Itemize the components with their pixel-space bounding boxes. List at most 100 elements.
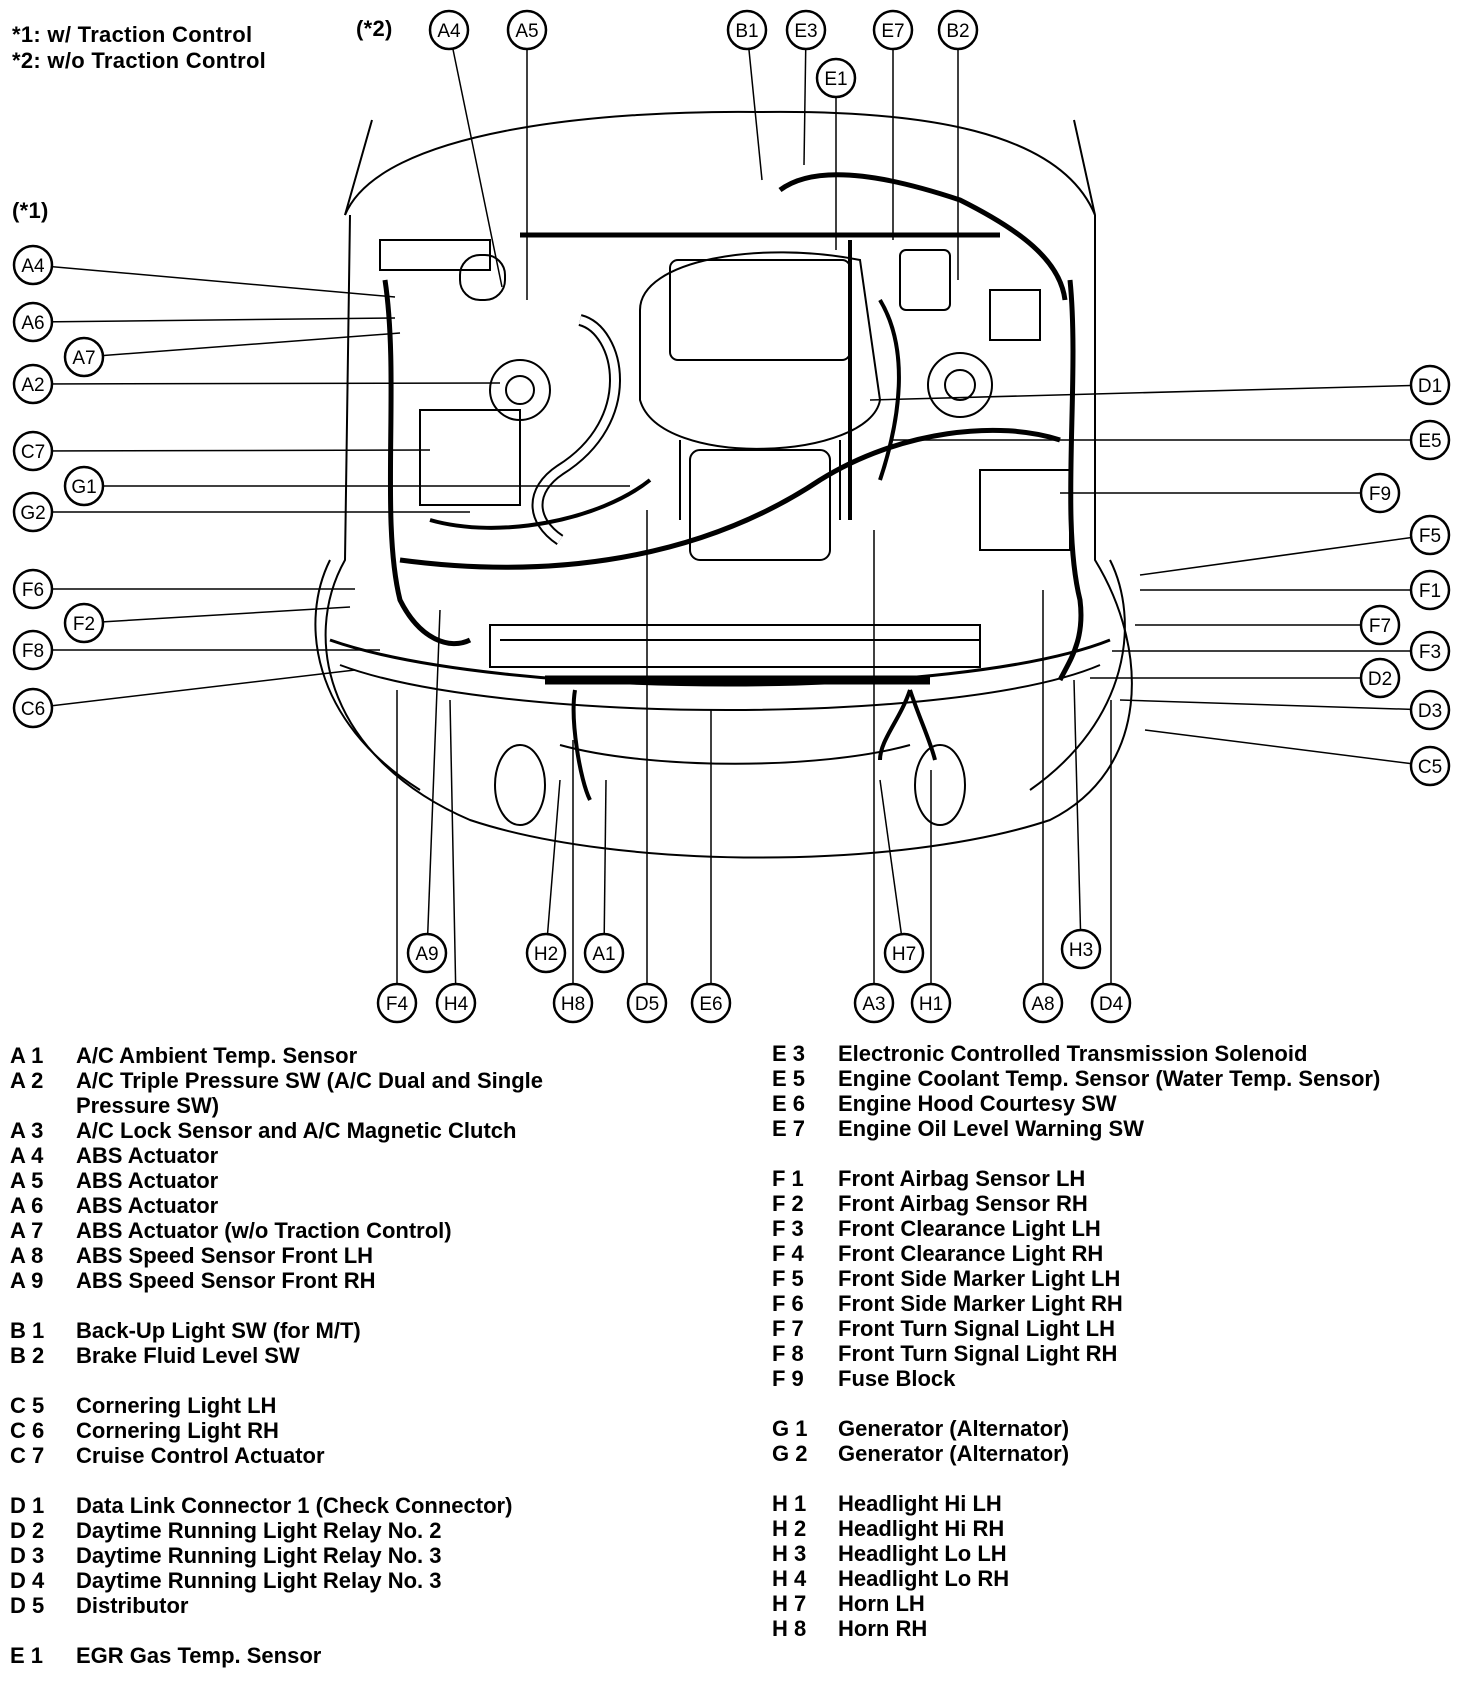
legend-label: Generator (Alternator) xyxy=(838,1416,1070,1441)
callout-circle xyxy=(12,301,54,343)
callout-label: A8 xyxy=(1031,994,1054,1015)
legend-code: A 2 xyxy=(10,1068,44,1093)
legend-code: D 3 xyxy=(10,1543,45,1568)
callout-label: A4 xyxy=(437,21,461,42)
legend-code: G 2 xyxy=(772,1441,808,1466)
legend-label: Headlight Hi LH xyxy=(838,1491,1002,1516)
callout-label: A9 xyxy=(415,944,438,965)
callout-circle xyxy=(1409,419,1451,461)
leader-line-b1 xyxy=(746,29,763,181)
callout-circle xyxy=(1060,928,1102,970)
legend-label: Back-Up Light SW (for M/T) xyxy=(76,1318,361,1343)
legend-item: A 1 A/C Ambient Temp. Sensor xyxy=(10,1043,616,1068)
callout-f3: F3 xyxy=(1409,630,1451,672)
legend-label: Cornering Light RH xyxy=(76,1418,279,1443)
callout-c5: C5 xyxy=(1409,745,1451,787)
legend-code: H 3 xyxy=(772,1541,807,1566)
legend-code: A 1 xyxy=(10,1043,44,1068)
callout-circle xyxy=(1359,657,1401,699)
callout-a4: A4 xyxy=(428,9,470,51)
legend-label: ABS Speed Sensor Front LH xyxy=(76,1243,374,1268)
callout-circle xyxy=(872,9,914,51)
legend-label: Front Airbag Sensor LH xyxy=(838,1166,1086,1191)
leader-line-d1 xyxy=(869,384,1431,401)
callout-circle xyxy=(428,9,470,51)
callout-circle xyxy=(815,57,857,99)
callout-circle xyxy=(376,982,418,1024)
leader-line-a6 xyxy=(32,317,396,323)
callout-label: F3 xyxy=(1419,642,1441,663)
callout-e3: E3 xyxy=(785,9,827,51)
legend-code: A 3 xyxy=(10,1118,44,1143)
callout-f5: F5 xyxy=(1409,514,1451,556)
callout-label: H8 xyxy=(561,994,585,1015)
callout-e5: E5 xyxy=(1409,419,1451,461)
leader-line-h4 xyxy=(449,699,457,1004)
callout-label: F1 xyxy=(1419,581,1441,602)
leader-line-d3 xyxy=(1119,699,1431,711)
legend-code: A 9 xyxy=(10,1268,44,1293)
leader-line-a9 xyxy=(426,609,441,954)
legend-label: Engine Oil Level Warning SW xyxy=(838,1116,1144,1141)
callout-e7: E7 xyxy=(872,9,914,51)
legend-code: D 4 xyxy=(10,1568,45,1593)
callout-label: A2 xyxy=(21,375,44,396)
callout-label: F4 xyxy=(386,994,409,1015)
callout-label: D5 xyxy=(635,994,659,1015)
callout-circle xyxy=(1409,514,1451,556)
callout-c7: C7 xyxy=(12,430,54,472)
legend-label: Front Clearance Light RH xyxy=(838,1241,1104,1266)
legend-label: Cruise Control Actuator xyxy=(76,1443,325,1468)
legend-code: A 5 xyxy=(10,1168,44,1193)
legend-code: D 1 xyxy=(10,1493,45,1518)
legend-label: Generator (Alternator) xyxy=(838,1441,1070,1466)
legend-label: A/C Ambient Temp. Sensor xyxy=(76,1043,358,1068)
legend-code: E 1 xyxy=(10,1643,44,1668)
callout-f4: F4 xyxy=(376,982,418,1024)
leader-line-f2 xyxy=(83,606,351,624)
leader-line-c5 xyxy=(1144,729,1431,767)
legend-item: E 7 Engine Oil Level Warning SW xyxy=(772,1116,1380,1141)
callout-a6: A6 xyxy=(12,301,54,343)
legend-code: B 2 xyxy=(10,1343,45,1368)
legend-code: F 7 xyxy=(772,1316,804,1341)
legend-code: E 6 xyxy=(772,1091,806,1116)
legend-code: F 8 xyxy=(772,1341,804,1366)
legend-label: Headlight Lo RH xyxy=(838,1566,1010,1591)
callout-h4: H4 xyxy=(435,982,477,1024)
legend-label: Horn LH xyxy=(838,1591,925,1616)
legend-code: A 4 xyxy=(10,1143,44,1168)
engine-bay-drawing xyxy=(314,110,1133,859)
legend-code: E 7 xyxy=(772,1116,806,1141)
callout-d5: D5 xyxy=(626,982,668,1024)
callout-label: A7 xyxy=(72,348,95,369)
callout-circle xyxy=(552,982,594,1024)
legend-label: Fuse Block xyxy=(838,1366,956,1391)
legend-label: Daytime Running Light Relay No. 2 xyxy=(76,1518,442,1543)
callout-f8: F8 xyxy=(12,629,54,671)
leader-line-a4 xyxy=(448,29,503,288)
leader-line-h2 xyxy=(545,779,561,954)
callout-circle xyxy=(1409,630,1451,672)
legend-label: Distributor xyxy=(76,1593,189,1618)
